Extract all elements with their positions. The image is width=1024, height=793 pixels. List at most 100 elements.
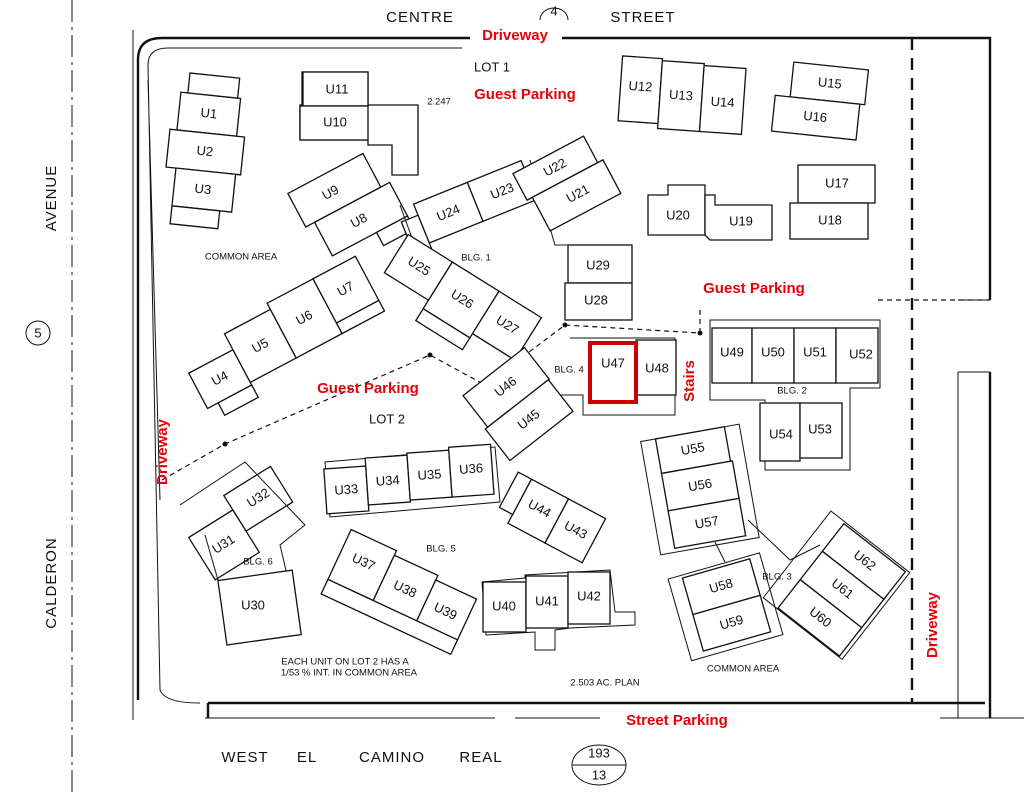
unit-u53[interactable]: [799, 402, 843, 459]
unit-u43[interactable]: [544, 497, 607, 564]
route-number-13: 13: [592, 767, 606, 782]
unit-u51[interactable]: [793, 327, 837, 384]
unit-u50[interactable]: [751, 327, 795, 384]
driveway-top-label: Driveway: [482, 27, 549, 44]
unit-u44-porch: [498, 471, 533, 516]
unit-u31[interactable]: [187, 509, 261, 581]
label-u7: U7: [335, 278, 357, 299]
note-line-1: EACH UNIT ON LOT 2 HAS A: [281, 657, 409, 668]
label-u30: U30: [241, 597, 265, 612]
right-parcel-line: [940, 299, 1024, 719]
label-u52: U52: [849, 346, 873, 361]
unit-u26-porch: [414, 307, 471, 351]
unit-u30[interactable]: [217, 569, 302, 646]
unit-u16[interactable]: [770, 94, 861, 141]
label-u9: U9: [319, 182, 341, 203]
note-line-2: 1/53 % INT. IN COMMON AREA: [281, 668, 418, 679]
label-u3: U3: [194, 181, 212, 198]
label-u15: U15: [817, 74, 842, 91]
guest-parking-label-3: Guest Parking: [317, 380, 419, 397]
lot-line-point: [562, 322, 568, 328]
label-u20: U20: [666, 207, 690, 222]
street-name-avenue: AVENUE: [43, 165, 60, 232]
lot-line-point: [427, 352, 433, 358]
route-number-5: 5: [34, 325, 41, 340]
unit-u41[interactable]: [525, 575, 569, 629]
stairs-label: Stairs: [681, 360, 698, 402]
bldg1-label: BLG. 1: [461, 253, 491, 264]
label-u10: U10: [323, 114, 347, 129]
unit-u54[interactable]: [759, 402, 801, 462]
label-u36: U36: [459, 460, 484, 477]
unit-u52[interactable]: [835, 327, 879, 384]
unit-u14[interactable]: [698, 64, 747, 136]
unit-u21[interactable]: [531, 158, 622, 232]
unit-u27[interactable]: [471, 290, 543, 362]
label-u5: U5: [249, 335, 271, 356]
unit-u8[interactable]: [313, 181, 409, 257]
unit-u59[interactable]: [692, 594, 772, 652]
street-name-west: WEST: [221, 749, 268, 766]
unit-u7-porch: [335, 299, 386, 335]
inner-boundary: [147, 47, 462, 704]
street-name-real: REAL: [459, 749, 502, 766]
unit-u37-porch: [320, 578, 459, 656]
unit-u17[interactable]: [797, 164, 876, 204]
guest-parking-label-2: Guest Parking: [703, 280, 805, 297]
u40-u42-outline: [481, 569, 636, 651]
unit-u40[interactable]: [482, 581, 527, 633]
street-name-el: EL: [297, 749, 317, 766]
label-u12: U12: [628, 78, 653, 95]
u58-u59-walk: [667, 552, 784, 662]
bldg6-label: BLG. 6: [243, 557, 273, 568]
bldg3-walk: [714, 519, 821, 563]
unit-u60[interactable]: [777, 578, 863, 657]
u60-u62-walk: [762, 510, 911, 660]
route-marker-4: [539, 7, 569, 21]
unit-u18[interactable]: [789, 202, 869, 240]
bldg2-outline: [709, 319, 881, 471]
label-u59: U59: [718, 612, 745, 633]
unit-u19[interactable]: [704, 194, 773, 241]
label-u28: U28: [584, 292, 608, 307]
unit-u3-porch: [169, 205, 221, 230]
label-u14: U14: [710, 94, 735, 111]
route-number-4: 4: [550, 3, 557, 18]
label-u55: U55: [680, 439, 706, 458]
street-parking-label: Street Parking: [626, 712, 728, 729]
unit-u48[interactable]: [635, 339, 677, 396]
label-u47: U47: [601, 355, 625, 370]
label-u19: U19: [729, 213, 753, 228]
label-u4: U4: [209, 368, 231, 389]
label-u18: U18: [818, 212, 842, 227]
unit-u49[interactable]: [711, 327, 753, 384]
lot1-label: LOT 1: [474, 59, 510, 74]
unit-u28[interactable]: [564, 282, 633, 321]
driveway-right-label: Driveway: [924, 591, 941, 658]
unit-u42[interactable]: [567, 571, 611, 625]
label-u40: U40: [492, 598, 516, 613]
plan-label: 2.503 AC. PLAN: [570, 678, 639, 689]
label-u29: U29: [586, 257, 610, 272]
bldg2-label: BLG. 2: [777, 386, 807, 397]
bldg3-label: BLG. 3: [762, 572, 792, 583]
property-boundary: [136, 36, 992, 718]
label-u35: U35: [417, 466, 442, 483]
common-area-label-2: COMMON AREA: [707, 664, 780, 675]
bldg5-label: BLG. 5: [426, 544, 456, 555]
unit-u10[interactable]: [299, 105, 369, 141]
unit-u36[interactable]: [447, 443, 495, 498]
unit-u57[interactable]: [667, 497, 747, 550]
route-marker-5: [25, 320, 51, 346]
unit-u20[interactable]: [647, 184, 706, 236]
bldg4-label: BLG. 4: [554, 365, 584, 376]
common-area-label-1: COMMON AREA: [205, 252, 278, 263]
street-name-calderon: CALDERON: [43, 537, 60, 628]
unit-u11[interactable]: [302, 71, 369, 107]
label-u11: U11: [326, 81, 349, 96]
street-name-centre: CENTRE: [386, 9, 454, 26]
unit-u47[interactable]: [588, 341, 638, 404]
label-u42: U42: [577, 588, 601, 603]
label-u1: U1: [200, 105, 218, 122]
lot-line-point: [222, 441, 228, 447]
